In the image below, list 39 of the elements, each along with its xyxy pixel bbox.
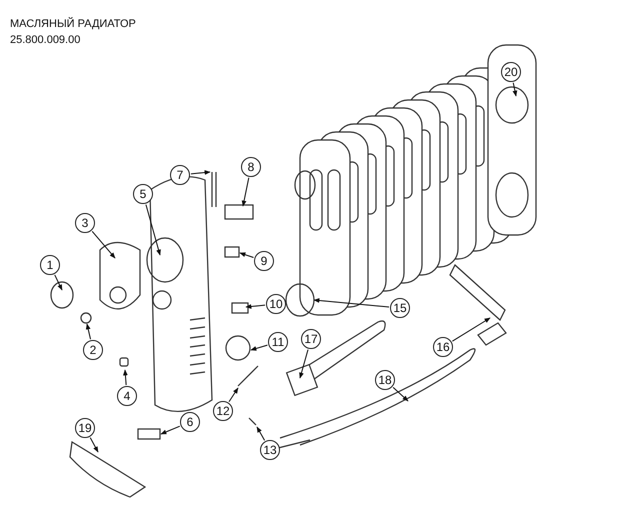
leader-line [392,386,408,402]
callout-number: 7 [170,165,190,185]
callout-number: 18 [375,370,395,390]
callout-number: 9 [254,251,274,271]
leader-line [228,388,238,402]
callout-number: 19 [75,418,95,438]
callout-number: 2 [83,340,103,360]
leader-line [92,230,116,258]
leader-line [54,274,62,291]
callout-number: 17 [301,329,321,349]
callout-number: 13 [260,440,280,460]
leader-line [299,349,309,379]
leader-line [145,204,161,256]
part-number: 25.800.009.00 [10,34,80,46]
callout-number: 15 [390,298,410,318]
leader-line [250,344,268,351]
leader-line [190,170,211,175]
callout-number: 16 [433,337,453,357]
callout-number: 12 [213,401,233,421]
leader-line [86,323,92,340]
callout-number: 5 [133,184,153,204]
callout-number: 3 [75,213,95,233]
callout-number: 1 [40,255,60,275]
leader-line [90,437,98,453]
leader-line [242,177,250,207]
leader-line [123,369,128,386]
leader-line [239,252,254,258]
leader-line [452,318,490,342]
leader-line [245,304,266,309]
callout-number: 4 [117,386,137,406]
callout-number: 11 [268,332,288,352]
callout-number: 10 [266,294,286,314]
leader-line [160,426,180,434]
callout-number: 8 [241,157,261,177]
leader-line [313,298,390,308]
leader-line [256,426,266,441]
callout-number: 6 [180,412,200,432]
leader-line [512,82,518,97]
title: МАСЛЯНЫЙ РАДИАТОР [10,18,136,30]
